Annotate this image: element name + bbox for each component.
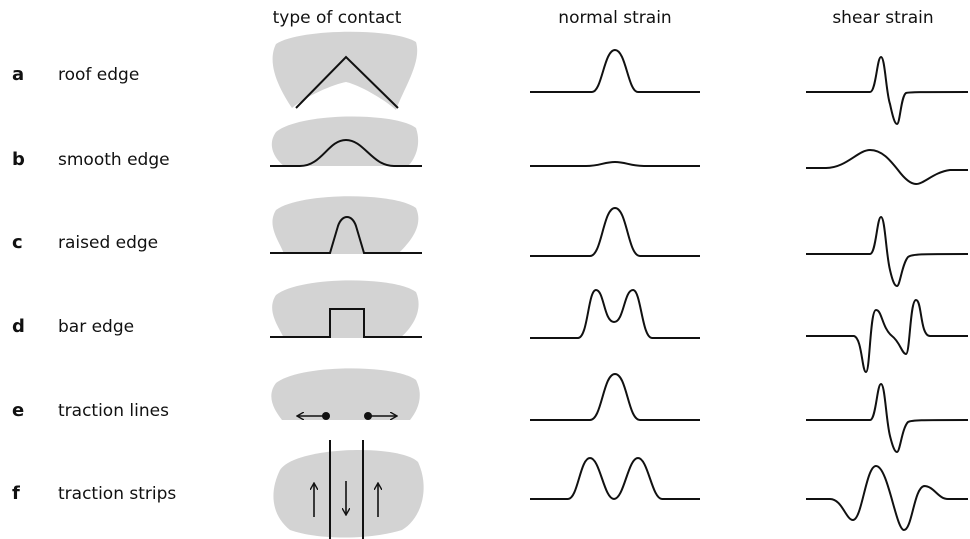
normal-strain-e	[530, 373, 700, 421]
shear-strain-e	[806, 383, 969, 453]
row-label: traction strips	[58, 484, 177, 504]
row-letter: e	[12, 400, 25, 421]
contact-blob-f	[273, 450, 424, 538]
contact-blob-e	[271, 368, 420, 420]
row-label: traction lines	[58, 401, 169, 421]
normal-strain-c	[530, 207, 700, 257]
row-letter: b	[12, 149, 25, 170]
shear-strain-f	[806, 465, 968, 531]
shear-strain-a	[806, 56, 969, 125]
column-header-contact: type of contact	[272, 8, 402, 28]
roof-edge-outline	[295, 55, 399, 109]
normal-strain-d	[530, 289, 700, 339]
traction-dot-right	[364, 412, 372, 420]
row-label: raised edge	[58, 233, 159, 253]
bar-edge-outline	[270, 308, 422, 338]
contact-blob-c	[272, 196, 419, 254]
row-label: smooth edge	[58, 150, 170, 170]
row-letter: d	[12, 316, 25, 337]
shear-strain-b	[806, 149, 968, 185]
contact-blob-b	[271, 116, 419, 166]
contact-blob-a	[272, 31, 418, 111]
column-header-normal-strain: normal strain	[558, 8, 672, 28]
row-label: roof edge	[58, 65, 140, 85]
normal-strain-b	[530, 161, 700, 167]
shear-strain-c	[806, 216, 969, 287]
raised-edge-outline	[270, 216, 422, 254]
row-letter: a	[12, 64, 25, 85]
row-letter: c	[12, 232, 23, 253]
column-header-shear-strain: shear strain	[832, 8, 934, 28]
shear-strain-d	[806, 299, 968, 373]
normal-strain-f	[530, 457, 700, 500]
row-label: bar edge	[58, 317, 135, 337]
traction-dot-left	[322, 412, 330, 420]
normal-strain-a	[530, 49, 700, 93]
smooth-edge-outline	[270, 138, 422, 167]
row-letter: f	[12, 483, 20, 504]
